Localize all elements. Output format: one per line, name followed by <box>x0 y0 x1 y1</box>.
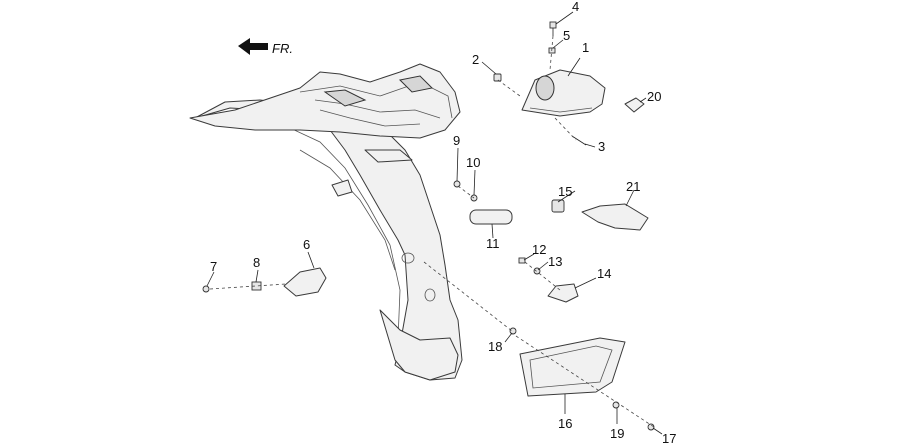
rear-fender <box>194 99 463 381</box>
callout-19: 19 <box>610 426 624 441</box>
grommet-18 <box>509 327 517 335</box>
callout-6: 6 <box>303 237 310 252</box>
callout-15: 15 <box>558 184 572 199</box>
callout-12: 12 <box>532 242 546 257</box>
direction-indicator: FR. <box>238 38 293 56</box>
direction-label: FR. <box>272 41 293 56</box>
callout-5: 5 <box>563 28 570 43</box>
callout-18: 18 <box>488 339 502 354</box>
callout-3: 3 <box>598 139 605 154</box>
callout-13: 13 <box>548 254 562 269</box>
screw-12 <box>518 257 526 264</box>
callout-4: 4 <box>572 0 579 14</box>
screw-3 <box>571 135 587 146</box>
tail-light <box>521 69 606 117</box>
callout-20: 20 <box>647 89 661 104</box>
screw-2 <box>493 73 502 82</box>
reflector-11 <box>469 209 513 225</box>
bulb-socket-15 <box>551 199 565 213</box>
callout-17: 17 <box>662 431 676 446</box>
callout-16: 16 <box>558 416 572 431</box>
callout-1: 1 <box>582 40 589 55</box>
lens-6 <box>283 267 327 297</box>
washer-19 <box>612 401 620 409</box>
callout-8: 8 <box>253 255 260 270</box>
grommet-9 <box>453 180 461 188</box>
screw-17 <box>647 423 655 431</box>
bracket-20 <box>624 97 645 113</box>
callout-11: 11 <box>486 236 500 251</box>
screw-4 <box>549 21 557 36</box>
callout-2: 2 <box>472 52 479 67</box>
rear-grab-rail <box>189 63 461 139</box>
plate-light-14 <box>547 283 579 303</box>
callout-9: 9 <box>453 133 460 148</box>
callout-10: 10 <box>466 155 480 170</box>
screw-7 <box>202 285 210 293</box>
callout-7: 7 <box>210 259 217 274</box>
turn-signal-21 <box>581 203 649 231</box>
callouts: 1 2 3 4 5 6 7 8 9 10 11 12 13 14 15 16 1… <box>210 0 676 446</box>
callout-21: 21 <box>626 179 640 194</box>
leader-lines <box>206 11 663 435</box>
assembly-lines <box>209 35 655 428</box>
arrow-left-icon <box>238 38 268 55</box>
callout-14: 14 <box>597 266 611 281</box>
license-plate-holder-16 <box>519 337 626 397</box>
